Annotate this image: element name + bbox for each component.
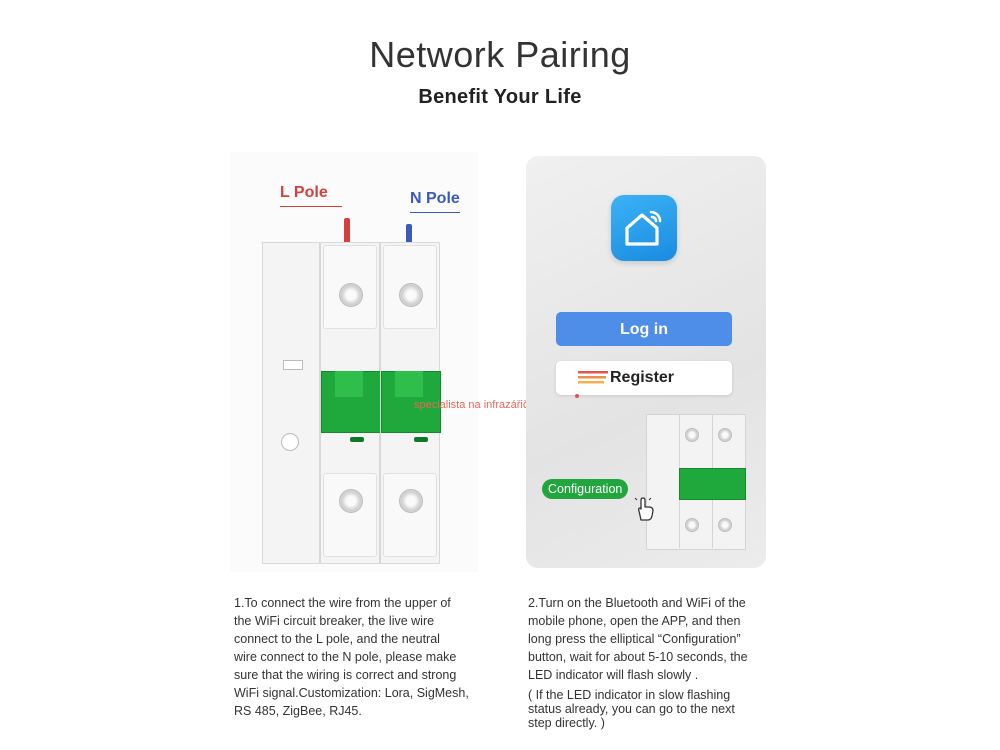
home-wifi-glyph bbox=[625, 210, 662, 246]
register-stripes-icon bbox=[578, 371, 608, 384]
pole-n-bottom-screw-icon bbox=[399, 489, 423, 513]
module-button bbox=[281, 433, 299, 451]
pole-l-bottom-screw-icon bbox=[339, 489, 363, 513]
pole-l-led bbox=[350, 437, 364, 442]
mini-screw-icon-3 bbox=[685, 518, 699, 532]
watermark-text: specialista na infrazářiče bbox=[414, 399, 535, 411]
pole-l-toggle-knob bbox=[335, 371, 363, 397]
page-subtitle: Benefit Your Life bbox=[418, 86, 582, 108]
app-illustration: Log in Register Configuration bbox=[526, 156, 766, 568]
mini-screw-icon-4 bbox=[718, 518, 732, 532]
page-title: Network Pairing bbox=[369, 34, 631, 75]
l-pole-label: L Pole bbox=[280, 184, 328, 201]
step1-caption: 1.To connect the wire from the upper of … bbox=[234, 596, 469, 718]
pole-n-top-screw-icon bbox=[399, 283, 423, 307]
breaker-pole-n bbox=[380, 242, 441, 564]
mini-breaker-illustration bbox=[646, 414, 746, 550]
register-button[interactable]: Register bbox=[556, 361, 732, 395]
indicator-dot bbox=[575, 394, 579, 398]
register-label: Register bbox=[610, 369, 675, 386]
mini-screw-icon-1 bbox=[685, 428, 699, 442]
l-pole-leader bbox=[280, 206, 342, 207]
mini-screw-icon-2 bbox=[718, 428, 732, 442]
tap-hand-icon bbox=[634, 496, 654, 521]
breaker-pole-l bbox=[320, 242, 381, 564]
step2-note: ( If the LED indicator in slow flashing … bbox=[528, 688, 735, 730]
pole-l-top-screw-icon bbox=[339, 283, 363, 307]
pole-n-led bbox=[414, 437, 428, 442]
wiring-illustration: L Pole N Pole bbox=[230, 152, 478, 572]
smart-home-wifi-icon[interactable] bbox=[611, 195, 677, 261]
circuit-breaker bbox=[262, 242, 470, 564]
step2-caption: 2.Turn on the Bluetooth and WiFi of the … bbox=[528, 596, 748, 682]
pole-n-bottom-cap bbox=[383, 473, 437, 557]
mini-breaker-toggle bbox=[679, 468, 746, 500]
pole-l-bottom-cap bbox=[323, 473, 377, 557]
live-wire bbox=[344, 218, 350, 252]
breaker-control-module bbox=[262, 242, 320, 564]
configuration-button[interactable]: Configuration bbox=[542, 479, 629, 499]
login-button[interactable]: Log in bbox=[556, 312, 732, 346]
n-pole-label: N Pole bbox=[410, 190, 460, 207]
pole-n-toggle-knob bbox=[395, 371, 423, 397]
neutral-wire bbox=[406, 224, 412, 252]
module-indicator-window bbox=[283, 360, 303, 370]
n-pole-leader bbox=[410, 212, 460, 213]
